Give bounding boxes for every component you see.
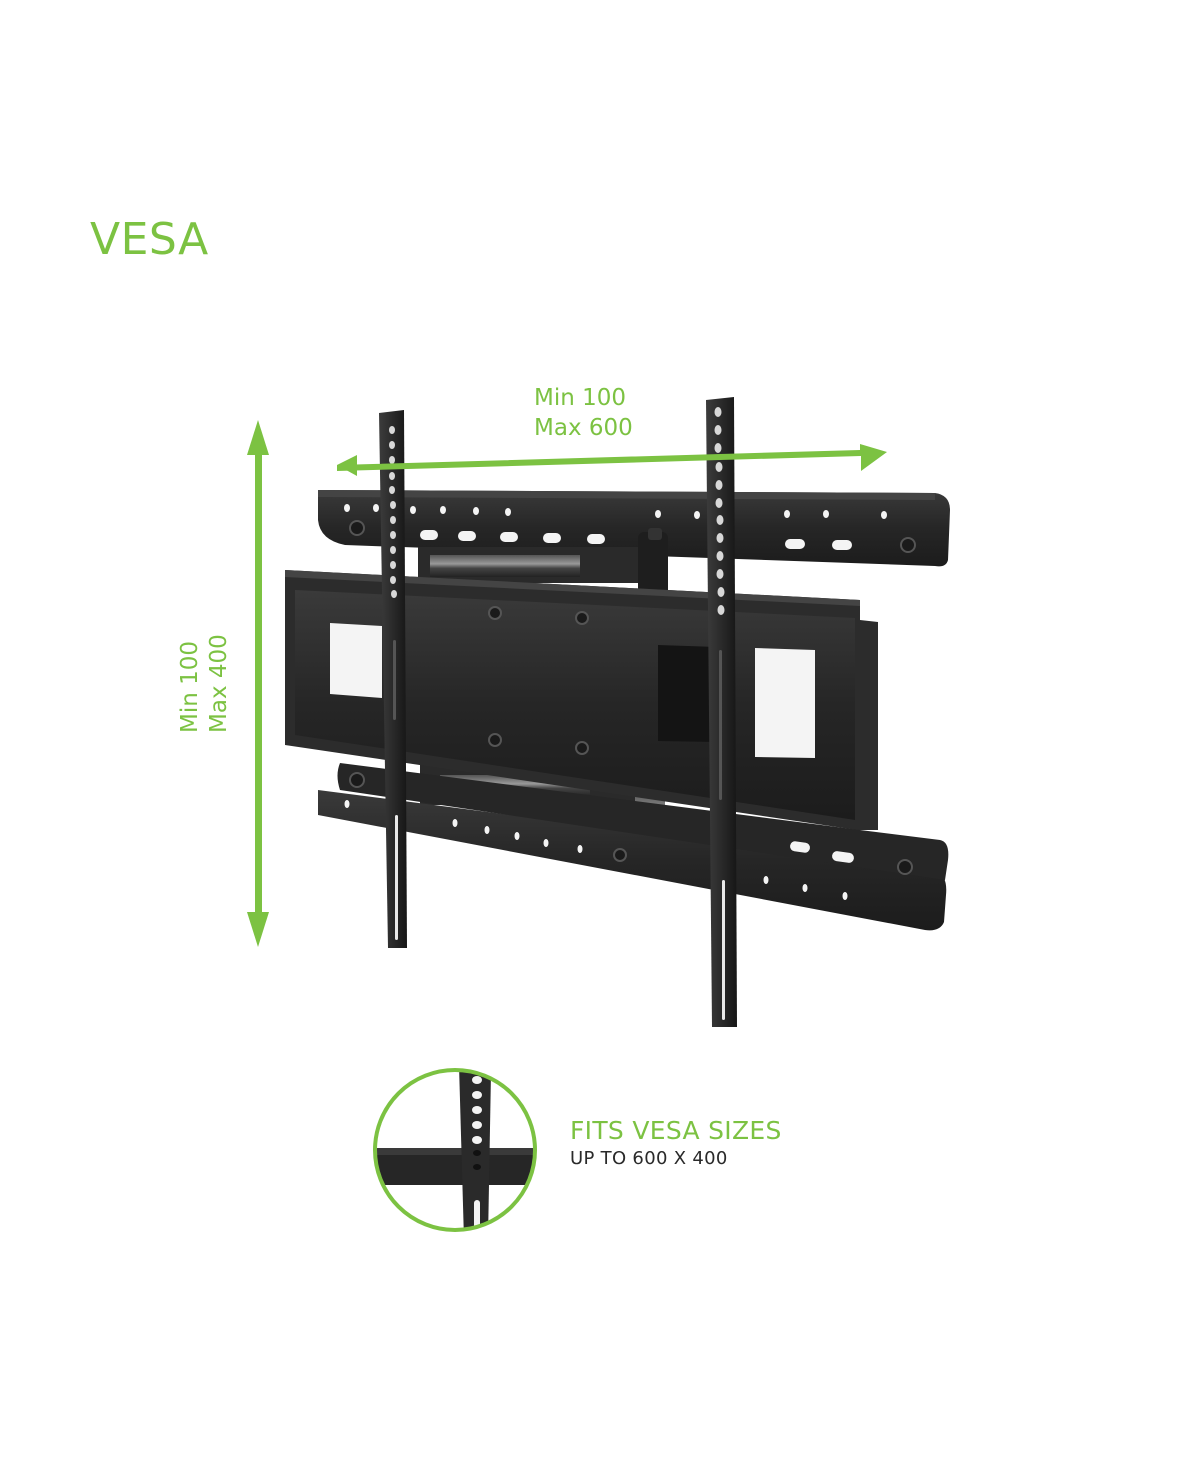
callout-subtitle: UP TO 600 X 400	[570, 1148, 728, 1169]
horizontal-max-label: Max 600	[534, 415, 633, 441]
right-tv-arm	[706, 397, 737, 1027]
horizontal-min-label: Min 100	[534, 385, 627, 411]
bracket-closeup-circle-icon	[373, 1068, 537, 1232]
vertical-max-label: Max 400	[206, 634, 232, 733]
vertical-dimension-label: Min 100 Max 400	[176, 634, 234, 733]
double-arrow-vertical-icon	[247, 420, 269, 947]
vertical-min-label: Min 100	[177, 640, 203, 733]
page-title: VESA	[90, 214, 209, 265]
horizontal-dimension-label: Min 100 Max 600	[534, 383, 633, 443]
bottom-wall-rail	[318, 763, 949, 931]
callout-title: FITS VESA SIZES	[570, 1116, 782, 1145]
left-tv-arm	[379, 410, 407, 948]
double-arrow-horizontal-icon	[337, 444, 887, 476]
